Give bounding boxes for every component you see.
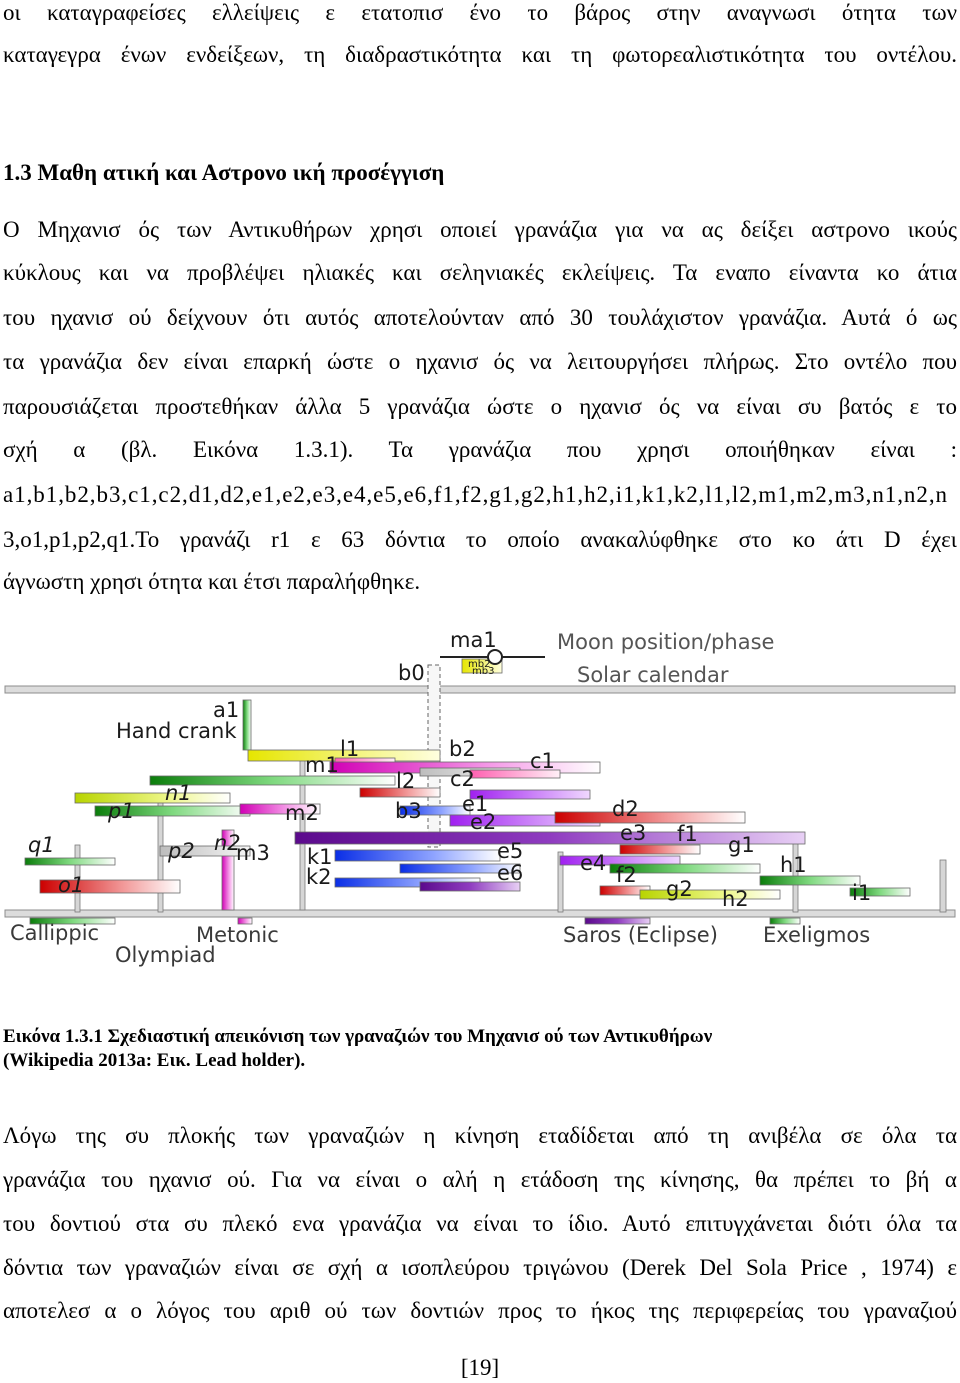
gear-label-l1: l1	[340, 737, 359, 761]
dial-marker	[29, 917, 116, 925]
gear-label-e5: e5	[497, 839, 523, 863]
gear-bar	[149, 775, 396, 786]
gear-bar	[159, 845, 251, 857]
gear-label-g1: g1	[728, 833, 755, 857]
gear-label-o1: o1	[58, 873, 84, 897]
gear-label-q1: q1	[28, 833, 55, 857]
text-line: 3,o1,p1,p2,q1.Το γρανάζι r1 ε 63 δόντια …	[3, 527, 957, 552]
text-line: Λόγω της συ πλοκής των γραναζιών η κίνησ…	[3, 1123, 957, 1148]
text-line: παρουσιάζεται προστεθήκαν άλλα 5 γρανάζι…	[3, 394, 957, 419]
gear-bar	[639, 889, 781, 900]
text-line: άγνωστη χρησι ότητα και έτσι παραλήφθηκε…	[3, 569, 421, 594]
gear-bar	[619, 844, 701, 855]
dial-label-olympiad: Olympiad	[115, 943, 216, 967]
gear-label-h1: h1	[780, 853, 807, 877]
gear-label-n2: n2	[214, 831, 241, 855]
gear-label-ma1: ma1	[450, 628, 497, 652]
text-line: αποτελεσ α ο λόγος του αριθ ού των δοντι…	[3, 1298, 957, 1323]
gear-label-m2: m2	[285, 801, 319, 825]
gear-bar	[359, 787, 441, 798]
gear-bar	[399, 805, 471, 816]
text-line: τα γρανάζια δεν είναι επαρκή ώστε ο ηχαν…	[3, 349, 957, 374]
gear-label-e3: e3	[620, 821, 646, 845]
gear-train-diagram: Moon position/phase Solar calendar Hand …	[4, 628, 956, 967]
text-line: Ο Μηχανισ ός των Αντικυθήρων χρησι οποιε…	[3, 217, 957, 242]
dial-marker	[237, 917, 253, 925]
dial-label-metonic: Metonic	[196, 923, 279, 947]
gear-label-p2: p2	[167, 839, 195, 863]
back-plate-rail	[4, 909, 956, 918]
gear-bar	[469, 769, 561, 779]
text-line: γρανάζια του ηχανισ ού. Για να είναι ο α…	[3, 1167, 957, 1192]
dial-marker	[769, 917, 801, 925]
text-line: σχή α (βλ. Εικόνα 1.3.1). Τα γρανάζια πο…	[3, 437, 957, 462]
gear-bar	[469, 789, 591, 800]
gear-label-b3: b3	[395, 799, 422, 823]
hand-crank-label: Hand crank	[116, 719, 237, 743]
text-line: του ηχανισ ού δείχνουν ότι αυτός αποτελο…	[3, 305, 957, 330]
text-line: κύκλους και να προβλέψει ηλιακές και σελ…	[3, 260, 957, 285]
gear-bar	[419, 881, 521, 892]
figure-caption-source: (Wikipedia 2013a: Εικ. Lead holder).	[3, 1050, 306, 1071]
gear-bar	[759, 875, 861, 886]
text-line: του δοντιού στα συ πλεκό ενα γρανάζια να…	[3, 1211, 957, 1236]
gear-label-mb3: mb3	[472, 666, 494, 677]
gear-bar	[554, 811, 746, 824]
text-line: καταγεγρα ένων ενδείξεων, τη διαδραστικό…	[3, 42, 957, 67]
moon-output-label: Moon position/phase	[557, 630, 774, 654]
gear-label-m3: m3	[236, 841, 270, 865]
gear-label-l2: l2	[396, 769, 415, 793]
gear-label-p1: p1	[107, 799, 135, 823]
dial-marker	[584, 917, 651, 925]
gear-bar	[239, 803, 321, 815]
gear-bar	[334, 849, 501, 862]
gear-label-e2: e2	[470, 810, 496, 834]
gear-bar	[399, 863, 521, 874]
gear-label-n1: n1	[165, 781, 192, 805]
gear-label-f1: f1	[677, 822, 698, 846]
gear-label-f2: f2	[616, 863, 637, 887]
text-line: οι καταγραφείσες ελλείψεις ε ετατοπισ έν…	[3, 0, 957, 25]
gear-bar	[242, 699, 252, 751]
gear-label-mb2: mb2	[468, 659, 490, 670]
front-plate-rail	[4, 685, 956, 694]
gear-bar	[849, 887, 911, 897]
gear-label-g2: g2	[666, 877, 693, 901]
gear-label-b2: b2	[449, 737, 476, 761]
gear-bar	[294, 831, 806, 845]
dial-label-callippic: Callippic	[10, 921, 99, 945]
dial-label-exeligmos: Exeligmos	[763, 923, 870, 947]
figure-caption: Εικόνα 1.3.1 Σχεδιαστική απεικόνιση των …	[3, 1026, 713, 1047]
gear-label-b0: b0	[398, 661, 425, 685]
gear-label-h2: h2	[722, 887, 749, 911]
gear-label-d2: d2	[612, 797, 639, 821]
moon-ball	[487, 649, 503, 665]
gear-bar	[74, 792, 231, 804]
gear-bar	[39, 879, 181, 894]
axle	[74, 844, 81, 913]
gear-bar	[609, 863, 761, 874]
dial-label-saros: Saros (Eclipse)	[563, 923, 718, 947]
gear-label-e1: e1	[462, 792, 488, 816]
gear-label-m1: m1	[305, 753, 339, 777]
gear-label-i1: i1	[852, 881, 871, 905]
section-heading: 1.3 Μαθη ατική και Αστρονο ική προσέγγισ…	[3, 160, 445, 185]
axle	[939, 859, 947, 913]
solar-output-label: Solar calendar	[577, 663, 729, 687]
gear-label-k1: k1	[307, 845, 333, 869]
gear-label-a1: a1	[213, 698, 239, 722]
axle	[557, 851, 564, 913]
gear-label-e4: e4	[580, 851, 606, 875]
gear-label-k2: k2	[306, 865, 332, 889]
text-line: δόντια των γραναζιών είναι σε σχή α ισοπ…	[3, 1255, 957, 1280]
gear-label-e6: e6	[497, 861, 523, 885]
gear-bar	[24, 857, 116, 866]
gear-label-c2: c2	[450, 767, 475, 791]
page-number: [19]	[460, 1355, 500, 1380]
gear-label-c1: c1	[530, 749, 555, 773]
gear-list-line: a1,b1,b2,b3,c1,c2,d1,d2,e1,e2,e3,e4,e5,e…	[3, 482, 948, 507]
